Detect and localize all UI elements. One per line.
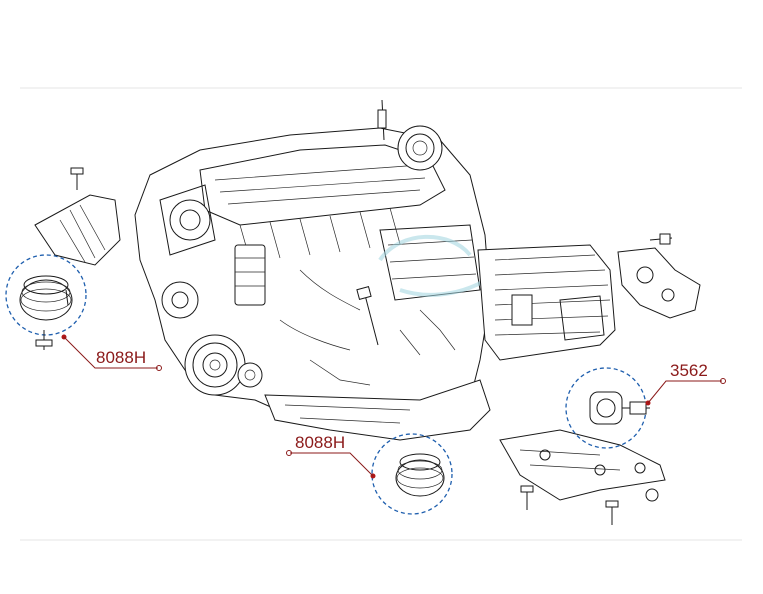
bottom-engine-mount[interactable]: 8088H <box>286 433 453 515</box>
crossmember <box>499 429 666 501</box>
bolts <box>70 167 659 525</box>
heat-shield-bracket <box>34 194 121 266</box>
left-mount-highlight-ring <box>5 254 87 336</box>
bottom-mount-highlight-ring <box>371 433 453 515</box>
left-engine-mount[interactable]: 8088H <box>5 254 162 371</box>
trans-mount-part-number: 3562 <box>670 361 708 380</box>
frame-rules <box>20 87 742 541</box>
transmission <box>477 244 616 361</box>
left-mount-part-number: 8088H <box>96 348 146 367</box>
engine-block <box>134 99 491 441</box>
rear-bracket <box>617 233 701 319</box>
transmission-mount[interactable]: 3562 <box>565 361 726 449</box>
bottom-mount-part-number: 8088H <box>295 433 345 452</box>
